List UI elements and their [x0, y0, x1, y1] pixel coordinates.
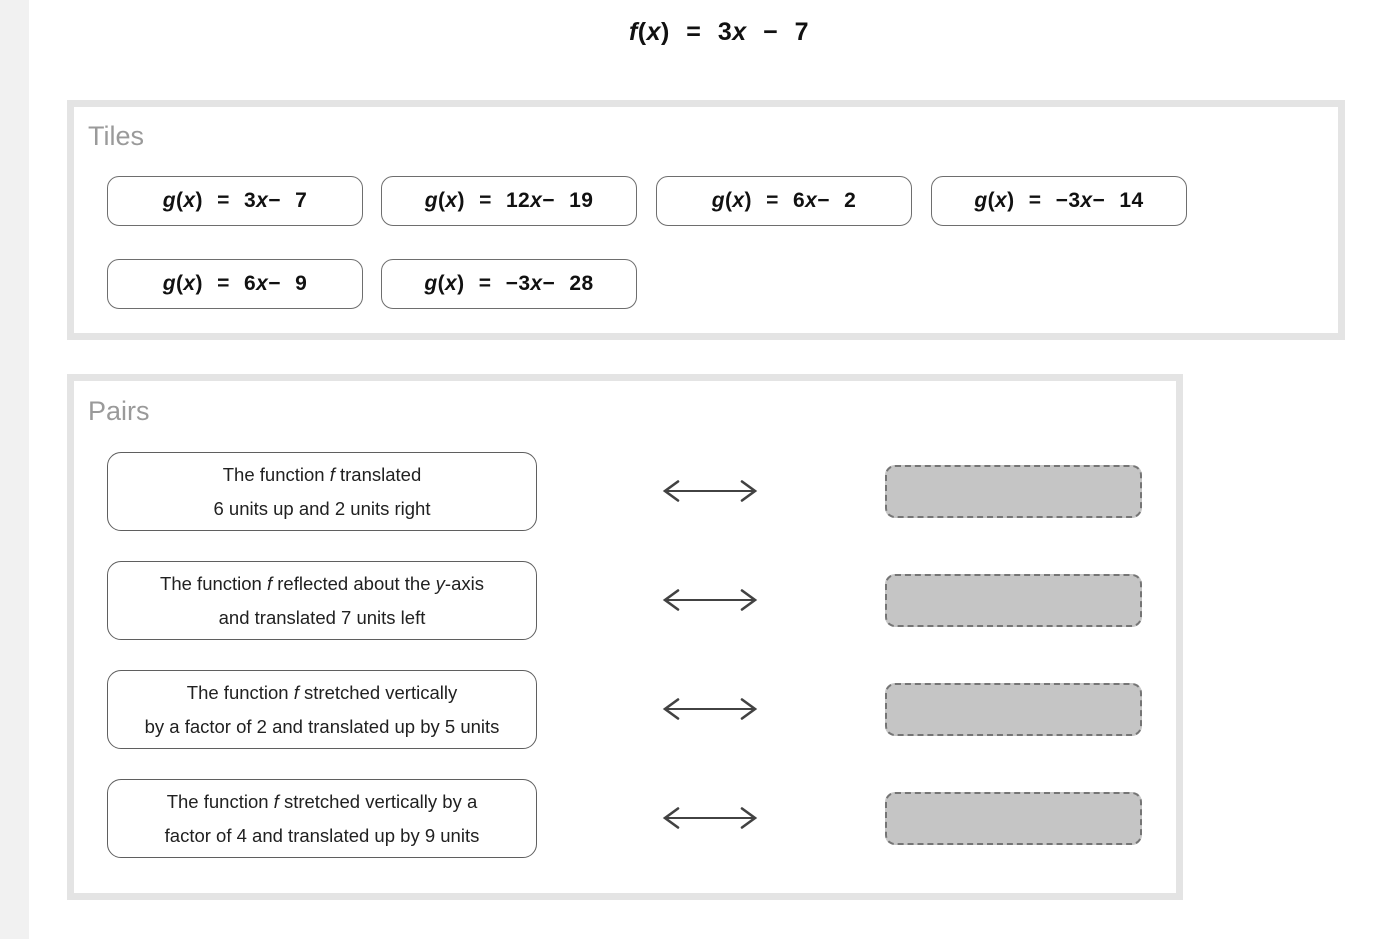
problem-equation: f(x) = 3x − 7 — [628, 18, 810, 46]
dropzone-pair-1[interactable] — [885, 465, 1142, 518]
double-arrow-icon — [662, 480, 758, 502]
dropzone-pair-4[interactable] — [885, 792, 1142, 845]
left-gutter — [0, 0, 29, 939]
double-arrow-icon — [662, 698, 758, 720]
pair-description-translated-6up-2right: The function f translated 6 units up and… — [107, 452, 537, 531]
pair-description-stretched-2-up-5: The function f stretched vertically by a… — [107, 670, 537, 749]
pair-text-line: factor of 4 and translated up by 9 units — [164, 824, 480, 846]
pair-description-reflected-yaxis-7left: The function f reflected about the y-axi… — [107, 561, 537, 640]
dropzone-pair-3[interactable] — [885, 683, 1142, 736]
pair-text-line: The function f stretched vertically — [186, 681, 458, 703]
pair-text-line: by a factor of 2 and translated up by 5 … — [144, 715, 500, 737]
pair-text-line: The function f translated — [222, 463, 422, 485]
pair-text-line: 6 units up and 2 units right — [213, 497, 431, 519]
pair-text-line: and translated 7 units left — [218, 606, 426, 628]
dropzone-pair-2[interactable] — [885, 574, 1142, 627]
tiles-panel-label: Tiles — [88, 121, 145, 151]
double-arrow-icon — [662, 807, 758, 829]
pair-description-stretched-4-up-9: The function f stretched vertically by a… — [107, 779, 537, 858]
pair-text-line: The function f reflected about the y-axi… — [160, 572, 484, 594]
pairs-panel-label: Pairs — [88, 396, 150, 426]
pair-text-line: The function f stretched vertically by a — [166, 790, 478, 812]
double-arrow-icon — [662, 589, 758, 611]
